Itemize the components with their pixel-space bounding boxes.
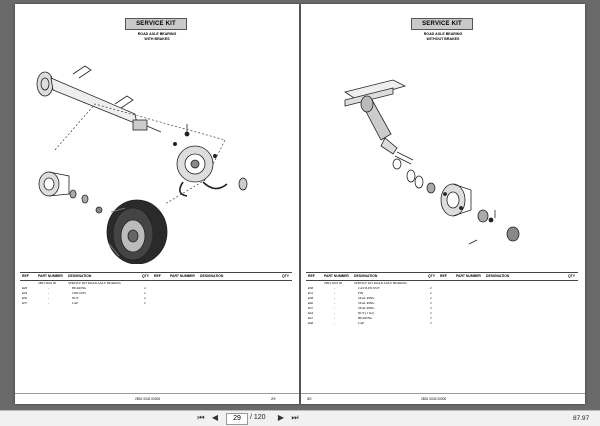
hub-cap — [468, 209, 520, 245]
table-row: ●44-NUT (1 Set)2 — [308, 311, 432, 315]
previous-page-icon[interactable]: ◀ — [211, 413, 219, 422]
subtitle-line-1: ROAD AXLE BEARING — [137, 32, 177, 36]
first-page-icon[interactable]: ⏮ — [197, 413, 205, 422]
bearing-stack — [392, 158, 436, 194]
zoom-level[interactable]: 87.97 — [573, 415, 590, 422]
col-ref: REF — [308, 274, 315, 278]
page-number: 30 — [307, 396, 312, 401]
page-footer: 30 2B01 0043 00000 — [301, 393, 585, 402]
viewer-toolbar: ⏮ ◀ 29 / 120 ▶ ⏭ 87.97 — [0, 410, 600, 426]
col-part-number: PART NUMBER — [324, 274, 349, 278]
wheel — [106, 199, 168, 264]
hub-drum — [38, 171, 103, 214]
col-part-number-2: PART NUMBER — [456, 274, 481, 278]
col-qty-2: QTY — [568, 274, 575, 278]
col-part-number-2: PART NUMBER — [170, 274, 195, 278]
subtitle-line-1: ROAD AXLE BEARING — [423, 32, 463, 36]
parts-table-header: REF PART NUMBER DESIGNATION QTY REF PART… — [306, 272, 578, 281]
last-page-icon[interactable]: ⏭ — [291, 413, 299, 422]
page-number-input[interactable]: 29 — [226, 413, 248, 425]
col-designation: DESIGNATION — [354, 274, 378, 278]
footer-code: 2B01 0042 00000 — [135, 397, 161, 401]
col-designation-2: DESIGNATION — [486, 274, 510, 278]
page-right: SERVICE KIT ROAD AXLE BEARING WITHOUT BR… — [301, 4, 585, 404]
parts-table-header: REF PART NUMBER DESIGNATION QTY REF PART… — [20, 272, 292, 281]
page-number: 29 — [271, 396, 276, 401]
page-title: SERVICE KIT — [125, 18, 187, 30]
document-viewport[interactable]: SERVICE KIT ROAD AXLE BEARING WITH BRAKE… — [0, 0, 600, 410]
axle-beam — [36, 65, 162, 133]
col-designation: DESIGNATION — [68, 274, 92, 278]
kit-boundary — [54, 103, 226, 205]
next-page-icon[interactable]: ▶ — [277, 413, 285, 422]
footer-code: 2B01 0043 00000 — [421, 397, 447, 401]
col-qty: QTY — [428, 274, 435, 278]
col-designation-2: DESIGNATION — [200, 274, 224, 278]
brake-assembly — [172, 124, 248, 197]
subtitle-line-2: WITH BRAKES — [144, 37, 170, 41]
page-left: SERVICE KIT ROAD AXLE BEARING WITH BRAKE… — [15, 4, 299, 404]
hub — [440, 183, 472, 217]
col-part-number: PART NUMBER — [38, 274, 63, 278]
subtitle-line-2: WITHOUT BRAKES — [426, 37, 460, 41]
col-ref-2: REF — [154, 274, 161, 278]
col-ref-2: REF — [440, 274, 447, 278]
col-ref: REF — [22, 274, 29, 278]
page-footer: 2B01 0042 00000 29 — [15, 393, 299, 402]
page-subtitle: ROAD AXLE BEARING WITHOUT BRAKES — [381, 32, 505, 42]
page-title: SERVICE KIT — [411, 18, 473, 30]
exploded-diagram-without-brakes — [344, 79, 520, 245]
col-qty-2: QTY — [282, 274, 289, 278]
page-total: / 120 — [250, 414, 266, 421]
exploded-diagram-with-brakes — [36, 65, 248, 264]
page-subtitle: ROAD AXLE BEARING WITH BRAKES — [95, 32, 219, 42]
col-qty: QTY — [142, 274, 149, 278]
axle-arm — [344, 79, 414, 165]
